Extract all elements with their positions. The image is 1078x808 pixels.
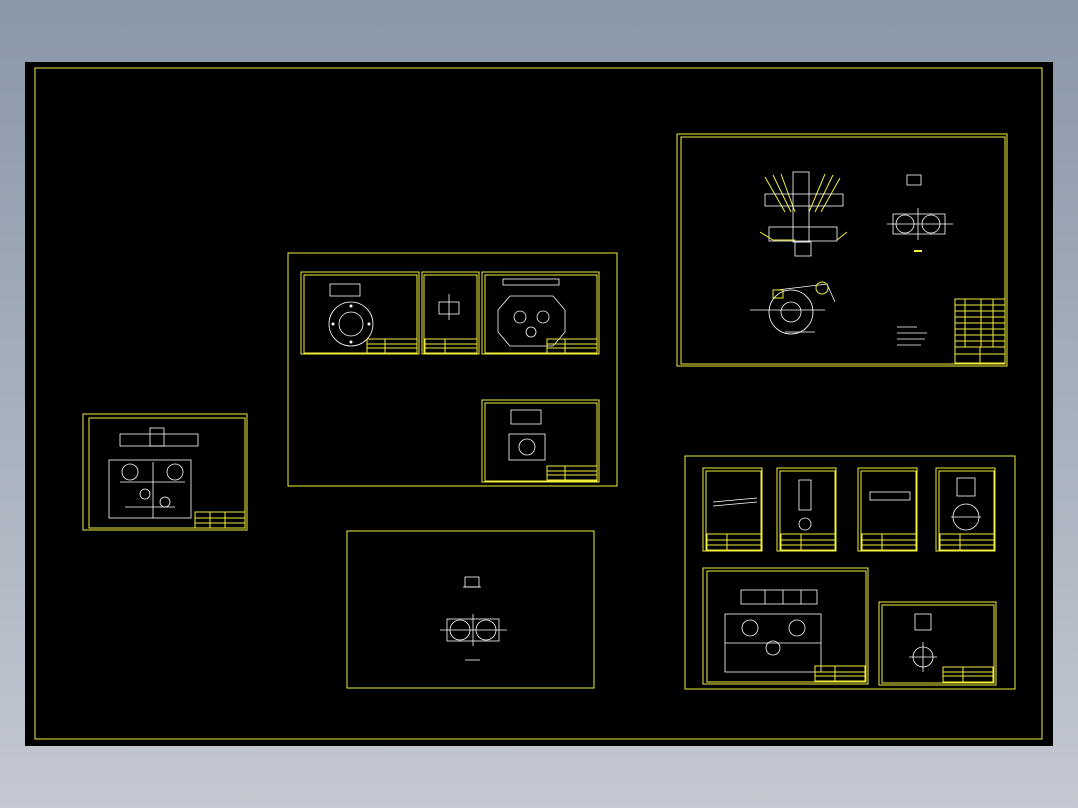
plan-view [750,281,836,335]
part-drawing-left[interactable] [82,413,248,531]
drawing-svg [34,67,1043,740]
cad-model-space[interactable] [25,62,1053,746]
part-sheet-r6[interactable] [878,601,997,686]
detail-view [887,174,953,252]
part-sheet-r5[interactable] [702,567,869,685]
part-drawing-bottom[interactable] [346,530,595,689]
main-frame [34,67,1043,740]
part-group-top[interactable] [287,252,618,487]
part-sheet-4[interactable] [481,399,600,483]
part-sheet-r1[interactable] [702,467,763,552]
part-sheet-r2[interactable] [776,467,837,552]
part-group-right[interactable] [684,455,1016,690]
part-sheet-r3[interactable] [857,467,918,552]
part-sheet-3[interactable] [481,271,600,355]
parts-list-table [954,298,1006,364]
part-sheet-1[interactable] [300,271,420,355]
part-sheet-2[interactable] [421,271,480,355]
part-sheet-r4[interactable] [935,467,996,552]
technical-notes [897,326,927,346]
assembly-sheet[interactable] [676,133,1008,367]
section-view [759,171,848,257]
title-block [194,511,246,529]
